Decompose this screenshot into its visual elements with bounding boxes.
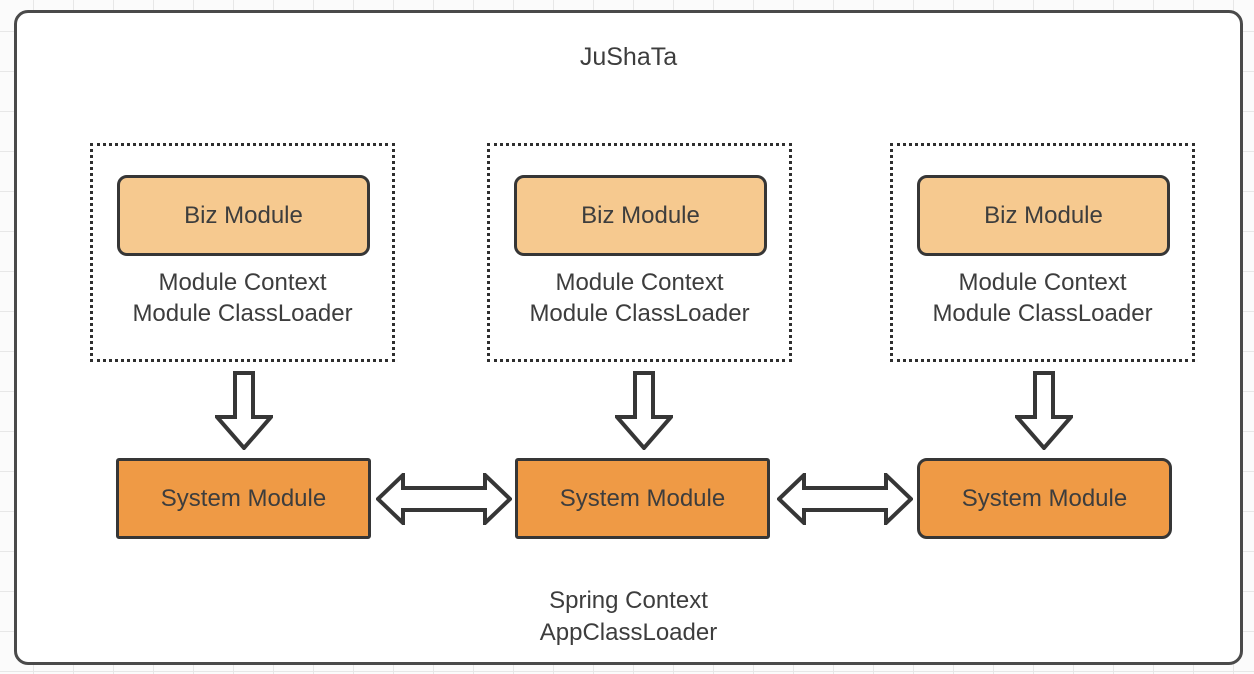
down-arrow-icon [1015,371,1073,450]
biz-module-box-1: Biz Module [117,175,370,256]
biz-module-box-2: Biz Module [514,175,767,256]
spring-context-label: Spring Context AppClassLoader [17,585,1240,649]
module-context-group-3: Biz Module Module Context Module ClassLo… [890,143,1195,362]
double-arrow-icon [777,473,913,525]
appclassloader-line: AppClassLoader [539,619,718,646]
module-context-group-2: Biz Module Module Context Module ClassLo… [487,143,792,362]
module-context-group-1: Biz Module Module Context Module ClassLo… [90,143,395,362]
module-classloader-line: Module ClassLoader [132,300,353,327]
diagram-title: JuShaTa [579,43,678,71]
down-arrow-icon [215,371,273,450]
module-classloader-line: Module ClassLoader [529,300,750,327]
module-context-line: Module Context [958,269,1127,296]
module-context-line: Module Context [158,269,327,296]
biz-module-box-3: Biz Module [917,175,1170,256]
module-context-label-2: Module Context Module ClassLoader [490,267,789,329]
system-module-box-2: System Module [515,458,770,539]
down-arrow-icon [615,371,673,450]
module-context-line: Module Context [555,269,724,296]
system-module-box-1: System Module [116,458,371,539]
spring-context-line: Spring Context [549,587,708,614]
double-arrow-icon [376,473,512,525]
system-module-box-3: System Module [917,458,1172,539]
module-context-label-3: Module Context Module ClassLoader [893,267,1192,329]
diagram-canvas: JuShaTa Biz Module Module Context Module… [14,10,1243,665]
module-classloader-line: Module ClassLoader [932,300,1153,327]
module-context-label-1: Module Context Module ClassLoader [93,267,392,329]
